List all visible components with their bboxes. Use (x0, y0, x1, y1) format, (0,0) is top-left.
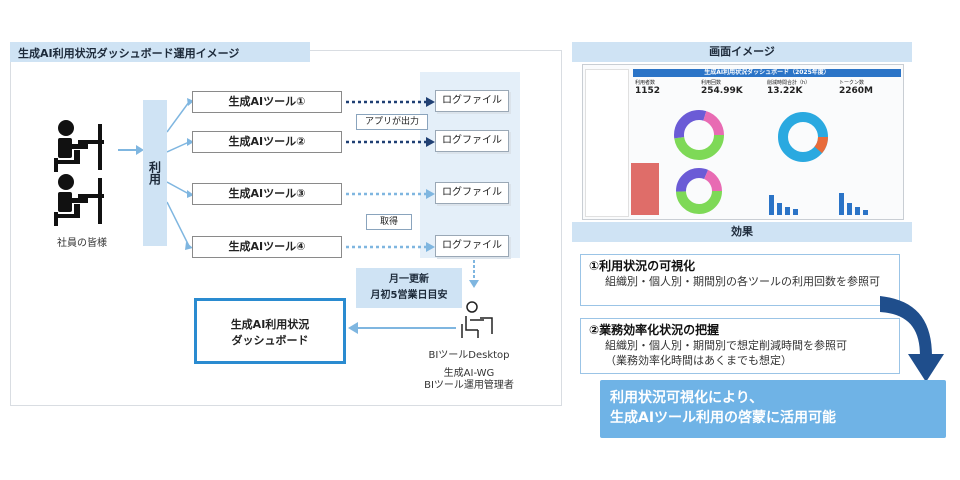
tool-4: 生成AIツール④ (192, 236, 342, 258)
dashboard-line2: ダッシュボード (231, 334, 309, 347)
effect-2-title: ②業務効率化状況の把握 (589, 323, 720, 337)
shot-red-panel (631, 163, 659, 215)
use-label: 利用 (143, 100, 167, 246)
acquire-note: 取得 (366, 214, 412, 230)
log-file-4: ログファイル (435, 235, 509, 257)
kpi-3-label: トークン数 (839, 80, 865, 86)
admin-line2: BIツール運用管理者 (424, 380, 514, 391)
monthly-update-box: 月一更新 月初5営業日目安 (356, 268, 462, 308)
kpi-2-label: 削減時間合計（h） (767, 80, 811, 86)
update-line1: 月一更新 (389, 274, 429, 285)
tool-3: 生成AIツール③ (192, 183, 342, 205)
result-box: 利用状況可視化により、 生成AIツール利用の啓蒙に活用可能 (600, 380, 946, 438)
arrow-users-to-use (118, 145, 144, 155)
kpi-2: 削減時間合計（h）13.22K (767, 79, 833, 96)
to-dashboard-arrow (348, 322, 456, 334)
curved-down-arrow (880, 296, 944, 382)
app-output-note: アプリが出力 (356, 114, 428, 130)
dashboard-line1: 生成AI利用状況 (230, 318, 310, 331)
log-file-2: ログファイル (435, 130, 509, 152)
admin-line1: 生成AI-WG (443, 368, 495, 379)
effect-1-desc: 組織別・個人別・期間別の各ツールの利用回数を参照可 (605, 275, 880, 288)
screen-image-title: 画面イメージ (572, 42, 912, 62)
users-icon (54, 120, 104, 226)
desktop-label: BIツールDesktop (428, 350, 510, 361)
log-file-3: ログファイル (435, 182, 509, 204)
effect-1-title: ①利用状況の可視化 (589, 259, 696, 273)
update-line2: 月初5営業日目安 (370, 290, 448, 301)
result-line2: 生成AIツール利用の啓蒙に活用可能 (610, 410, 837, 426)
admin-icon (461, 301, 493, 338)
tool-2: 生成AIツール② (192, 131, 342, 153)
effect-2-box: ②業務効率化状況の把握 組織別・個人別・期間別で想定削減時間を参照可 （業務効率… (580, 318, 900, 374)
effect-2-desc2: （業務効率化時間はあくまでも想定） (605, 354, 792, 367)
kpi-0-label: 利用者数 (635, 80, 656, 86)
effect-2-desc1: 組織別・個人別・期間別で想定削減時間を参照可 (605, 339, 847, 352)
kpi-1-label: 利用回数 (701, 80, 722, 86)
result-line1: 利用状況可視化により、 (610, 390, 764, 406)
left-panel-title: 生成AI利用状況ダッシュボード運用イメージ (10, 42, 310, 62)
effect-1-box: ①利用状況の可視化 組織別・個人別・期間別の各ツールの利用回数を参照可 (580, 254, 900, 306)
tool-to-log-arrows (346, 97, 435, 252)
shot-sidebar (585, 69, 629, 217)
shot-charts (674, 110, 868, 215)
kpi-2-value: 13.22K (767, 86, 803, 96)
dashboard-box: 生成AI利用状況 ダッシュボード (194, 298, 346, 364)
tool-1: 生成AIツール① (192, 91, 342, 113)
log-down-arrow (469, 260, 479, 288)
effect-title: 効果 (572, 222, 912, 242)
kpi-1-value: 254.99K (701, 86, 743, 96)
users-label: 社員の皆様 (57, 238, 107, 249)
use-to-tools-arrows (167, 98, 194, 250)
shot-banner: 生成AI利用状況ダッシュボード（2025年度） (633, 69, 901, 77)
log-file-1: ログファイル (435, 90, 509, 112)
kpi-0-value: 1152 (635, 86, 661, 96)
kpi-3-value: 2260M (839, 86, 874, 96)
